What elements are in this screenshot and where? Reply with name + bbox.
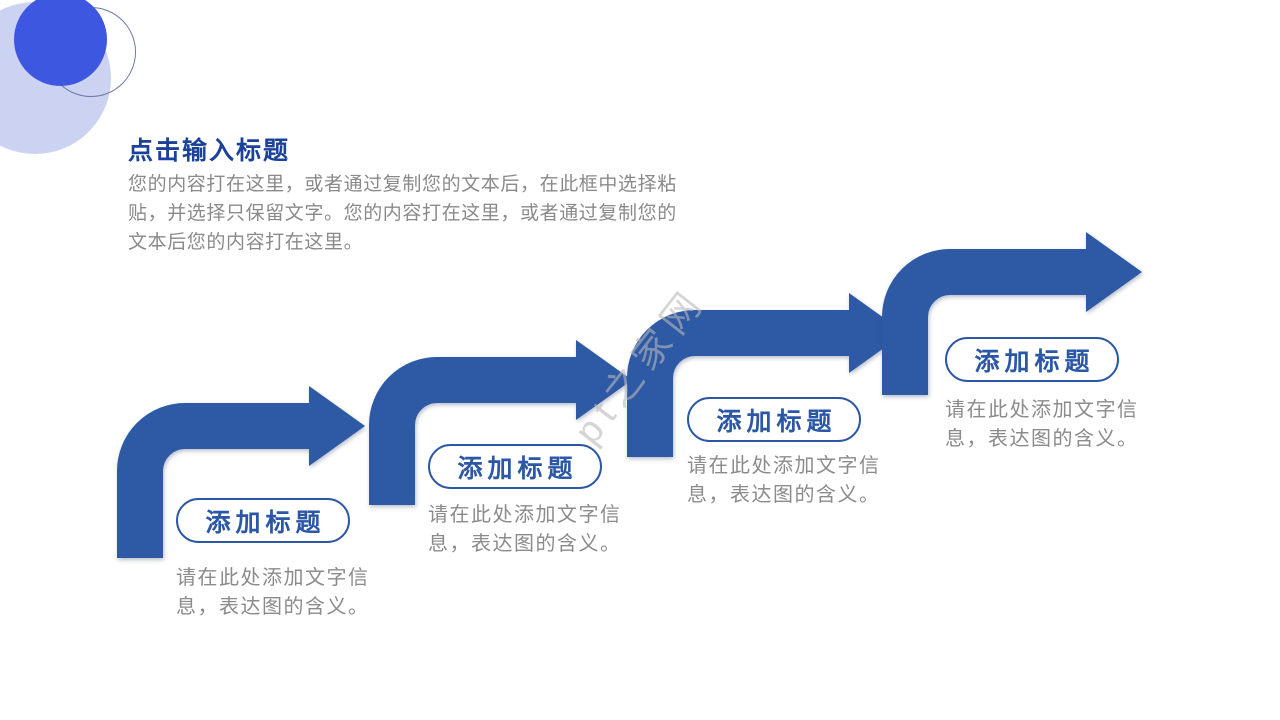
step-2-title-label: 添加标题 bbox=[457, 454, 578, 483]
step-1-description[interactable]: 请在此处添加文字信 息，表达图的含义。 bbox=[176, 567, 370, 618]
step-1-title-label: 添加标题 bbox=[205, 508, 326, 537]
page-title[interactable]: 点击输入标题 bbox=[128, 137, 291, 165]
body-text-placeholder[interactable]: 您的内容打在这里，或者通过复制您的文本后，在此框中选择粘 贴，并选择只保留文字。… bbox=[128, 174, 677, 253]
bent-arrow-1 bbox=[117, 386, 365, 558]
step-3-description[interactable]: 请在此处添加文字信 息，表达图的含义。 bbox=[687, 455, 881, 506]
decor-circle-solid bbox=[14, 0, 107, 86]
bent-arrow-2 bbox=[369, 340, 632, 505]
step-4-title-pill[interactable]: 添加标题 bbox=[945, 337, 1119, 382]
step-4-title-label: 添加标题 bbox=[974, 347, 1095, 376]
step-3-title-label: 添加标题 bbox=[716, 407, 837, 436]
step-2-description[interactable]: 请在此处添加文字信 息，表达图的含义。 bbox=[428, 504, 622, 555]
bent-arrow-4 bbox=[882, 232, 1142, 395]
step-1-title-pill[interactable]: 添加标题 bbox=[176, 498, 350, 543]
step-2-title-pill[interactable]: 添加标题 bbox=[428, 444, 602, 489]
step-4-description[interactable]: 请在此处添加文字信 息，表达图的含义。 bbox=[945, 399, 1139, 450]
step-3-title-pill[interactable]: 添加标题 bbox=[687, 397, 861, 442]
bent-arrow-3 bbox=[627, 293, 905, 457]
